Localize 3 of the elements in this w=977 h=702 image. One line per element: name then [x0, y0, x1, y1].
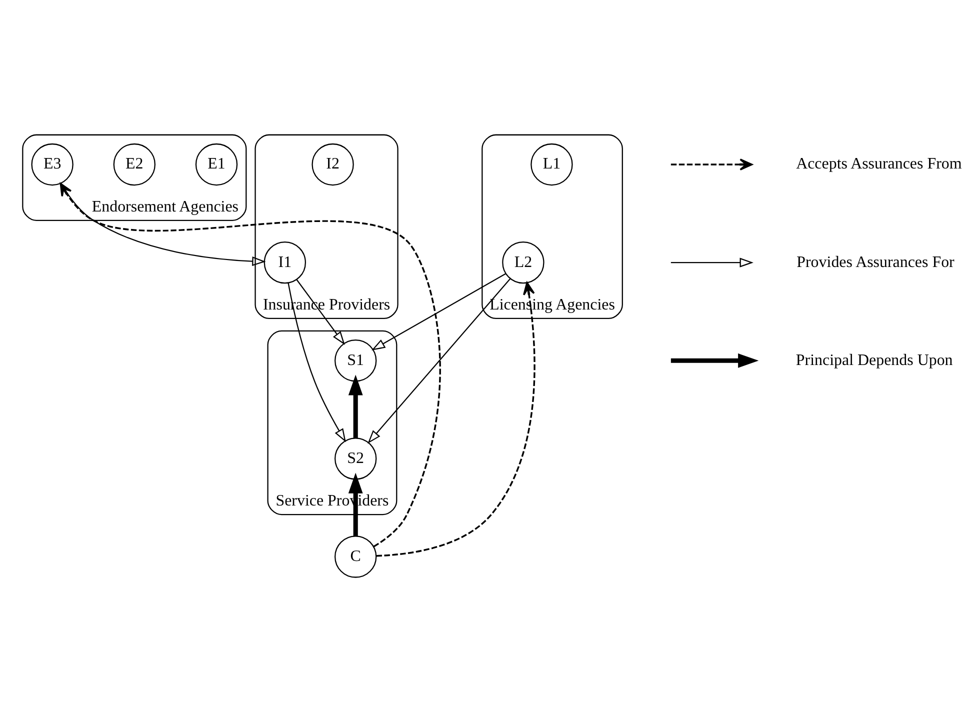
legend-label: Principal Depends Upon — [795, 351, 952, 368]
legend-label: Accepts Assurances From — [796, 155, 962, 172]
legend-label: Provides Assurances For — [796, 253, 954, 270]
